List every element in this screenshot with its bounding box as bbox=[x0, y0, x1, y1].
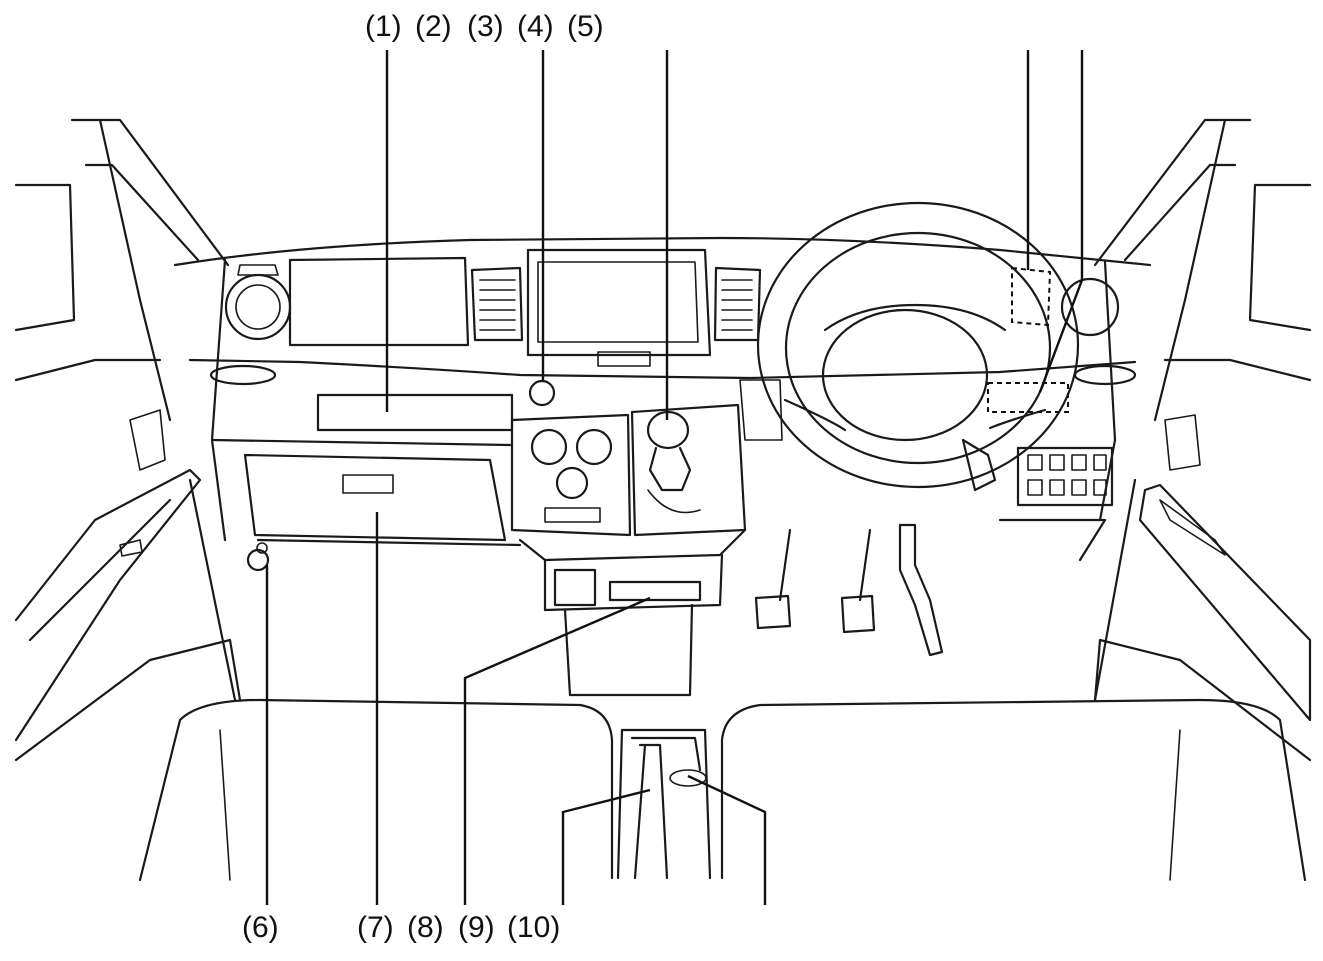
left-door-frame bbox=[14, 118, 242, 762]
center-stack bbox=[470, 248, 762, 697]
front-seats bbox=[138, 698, 1307, 882]
leader-wheel-switch-lower bbox=[1038, 50, 1084, 393]
dashboard bbox=[173, 236, 1152, 572]
label-5: (5) bbox=[567, 10, 604, 43]
right-door-frame bbox=[1093, 118, 1312, 762]
label-7: (7) bbox=[357, 911, 394, 944]
leader-lines bbox=[265, 50, 1084, 905]
label-2: (2) bbox=[415, 10, 452, 43]
parking-brake bbox=[616, 728, 712, 880]
label-4: (4) bbox=[517, 10, 554, 43]
label-10: (10) bbox=[507, 911, 561, 944]
label-3: (3) bbox=[467, 10, 504, 43]
label-1: (1) bbox=[365, 10, 402, 43]
steering-wheel bbox=[739, 201, 1080, 492]
leader-9 bbox=[463, 596, 651, 905]
leader-10-right bbox=[687, 774, 767, 905]
pedals bbox=[754, 523, 944, 657]
label-6: (6) bbox=[242, 911, 279, 944]
label-9: (9) bbox=[458, 911, 495, 944]
label-8: (8) bbox=[407, 911, 444, 944]
leader-10-left bbox=[561, 788, 651, 905]
right-switch-panel bbox=[998, 446, 1114, 562]
